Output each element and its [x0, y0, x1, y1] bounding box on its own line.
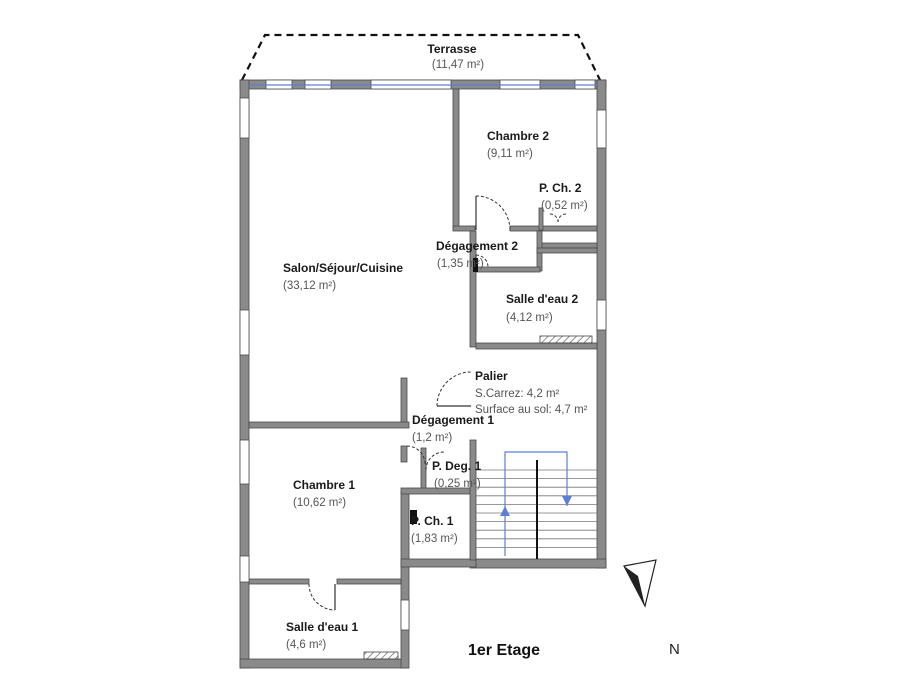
wall-salon-bottom [248, 421, 410, 429]
door-swings [308, 195, 567, 611]
window [239, 439, 250, 485]
wall-ch1-right-lower [400, 491, 410, 669]
wall-ch1-bottom-b [336, 578, 402, 585]
room-area: (4,12 m²) [506, 312, 553, 324]
room-label-terrasse: Terrasse (11,47 m²) [427, 42, 484, 71]
window [239, 555, 250, 583]
shower-tray-2 [539, 335, 593, 344]
floor-title: 1er Etage [468, 642, 540, 659]
walls [239, 79, 607, 669]
room-area: S.Carrez: 4,2 m² [475, 388, 560, 400]
room-area: (1,2 m²) [412, 432, 452, 444]
window [596, 299, 607, 331]
north-arrow-icon [623, 559, 657, 608]
room-area: (0,52 m²) [541, 200, 588, 212]
wall-ch2-bottom-b [509, 225, 598, 232]
wall-bottom-right [469, 558, 607, 569]
room-area: (10,62 m²) [293, 497, 346, 509]
window [239, 97, 250, 139]
room-name: Salle d'eau 2 [506, 292, 579, 306]
room-label-degagement1: Dégagement 1 (1,2 m²) [412, 413, 494, 444]
room-name: Salon/Séjour/Cuisine [283, 261, 403, 275]
room-name: P. Ch. 1 [411, 514, 454, 528]
window [239, 309, 250, 356]
room-label-salledeau2: Salle d'eau 2 (4,12 m²) [506, 292, 579, 324]
wall-sde2-bottom [475, 342, 598, 350]
room-name: Chambre 1 [293, 478, 355, 492]
wall-pdeg1-left [420, 447, 427, 493]
radiator [410, 510, 417, 524]
room-name: Salle d'eau 1 [286, 620, 359, 634]
room-label-pdeg1: P. Deg. 1 (0,25 m²) [432, 459, 481, 490]
wall-step [400, 558, 477, 568]
room-label-salon: Salon/Séjour/Cuisine (33,12 m²) [283, 261, 403, 292]
wall-pch2-bottom [538, 242, 598, 249]
room-label-degagement2: Dégagement 2 (1,35 m²) [436, 239, 518, 270]
room-area: (9,11 m²) [487, 148, 533, 160]
room-name: P. Deg. 1 [432, 459, 481, 473]
room-area: (1,35 m²) [437, 258, 484, 270]
wall-ch2-bottom-a [452, 225, 476, 232]
room-area: (1,83 m²) [411, 533, 458, 545]
wall-pch2-left [538, 207, 544, 231]
room-label-salledeau1: Salle d'eau 1 (4,6 m²) [286, 620, 359, 651]
wall-stair-left [469, 439, 477, 561]
room-area: (11,47 m²) [432, 59, 484, 71]
wall-deg1-left [400, 377, 408, 423]
room-area: (0,25 m²) [434, 478, 481, 490]
staircase [476, 451, 597, 559]
room-area: (33,12 m²) [283, 280, 336, 292]
room-name: Palier [475, 369, 508, 383]
window [400, 599, 410, 631]
room-label-pch2: P. Ch. 2 (0,52 m²) [539, 181, 588, 212]
room-label-chambre2: Chambre 2 (9,11 m²) [487, 129, 549, 160]
room-name: Dégagement 1 [412, 413, 494, 427]
room-name: Chambre 2 [487, 129, 549, 143]
room-label-pch1: P. Ch. 1 (1,83 m²) [411, 514, 458, 545]
north-label: N [669, 641, 680, 658]
room-name: Dégagement 2 [436, 239, 518, 253]
wall-bottom-left [239, 658, 409, 669]
room-label-palier: Palier S.Carrez: 4,2 m² Surface au sol: … [475, 369, 588, 416]
wall-ch1-bottom-a [248, 578, 310, 585]
room-name: Terrasse [427, 42, 476, 56]
wall-corridor-left [469, 230, 477, 348]
shower-tray-1 [363, 651, 399, 660]
radiator [473, 258, 478, 272]
room-area: Surface au sol: 4,7 m² [475, 404, 588, 416]
room-label-chambre1: Chambre 1 (10,62 m²) [293, 478, 355, 509]
terrace-outline [241, 33, 601, 81]
wall-sde2-top [536, 247, 598, 254]
window [596, 109, 607, 149]
wall-ch2-left [452, 88, 460, 230]
room-name: P. Ch. 2 [539, 181, 582, 195]
room-area: (4,6 m²) [286, 639, 326, 651]
wall-deg1-bottom-a [400, 445, 408, 463]
